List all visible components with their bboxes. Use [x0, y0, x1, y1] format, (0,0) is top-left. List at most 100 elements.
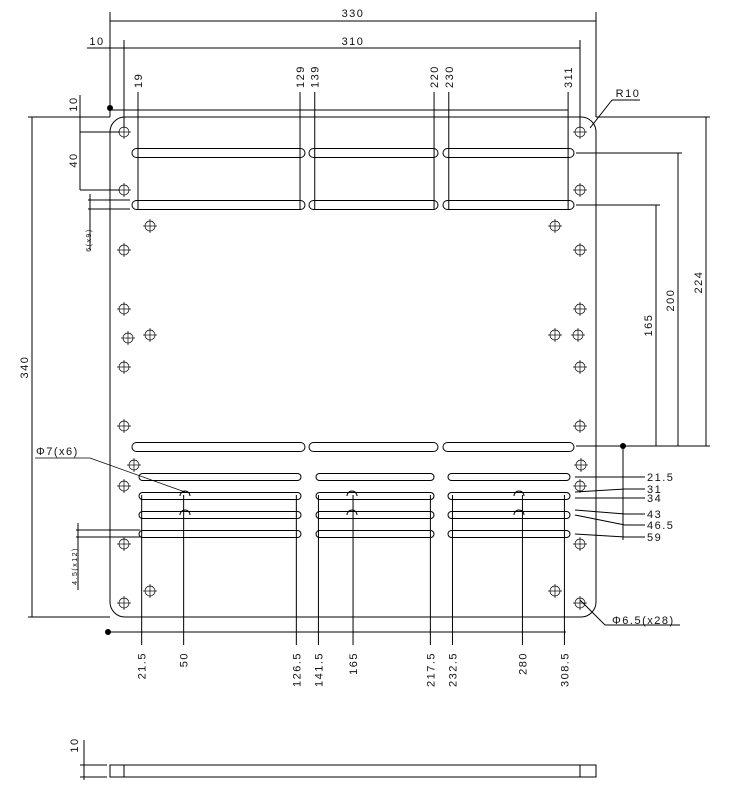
top-dimension-label: 311	[563, 66, 575, 88]
slot	[442, 442, 575, 452]
dimension-label: 330	[342, 8, 365, 20]
slot	[308, 442, 439, 452]
bottom-dimension-label: 126.5	[291, 652, 303, 687]
row-dimension-label: 21.5	[647, 472, 674, 484]
mounting-hole-icon	[117, 183, 131, 197]
slot	[138, 511, 302, 519]
dimension-label: 310	[342, 36, 365, 48]
mounting-hole-icon	[574, 458, 588, 472]
slot	[447, 473, 571, 481]
mounting-hole-icon	[117, 419, 131, 433]
slot	[138, 530, 302, 538]
dimension-label: 40	[68, 152, 80, 167]
slot	[131, 442, 306, 452]
bottom-dimension-label: 217.5	[425, 652, 437, 687]
mounting-hole-icon	[573, 479, 587, 493]
mounting-hole-icon	[573, 537, 587, 551]
small-hole-note: Φ6.5(x28)	[612, 615, 675, 627]
row-dimension-label: 34	[647, 493, 662, 505]
large-hole	[346, 490, 358, 497]
bottom-dimension-label: 280	[517, 652, 529, 675]
bottom-dimension-label: 50	[179, 652, 191, 667]
leader-line	[579, 599, 606, 626]
large-hole	[513, 490, 525, 497]
mounting-hole-icon	[573, 125, 587, 139]
slot	[315, 530, 435, 538]
mounting-hole-icon	[573, 183, 587, 197]
dimension-line	[574, 509, 626, 515]
dimension-label: 200	[665, 289, 677, 312]
mounting-hole-icon	[143, 328, 157, 342]
datum-point	[105, 629, 111, 635]
slot	[308, 148, 439, 158]
slot	[447, 530, 571, 538]
thickness-label: 10	[69, 737, 81, 752]
mounting-hole-icon	[117, 243, 131, 257]
dimension-line	[574, 514, 626, 526]
dimension-line	[574, 488, 626, 493]
mounting-hole-icon	[548, 219, 562, 233]
mounting-hole-icon	[573, 419, 587, 433]
slot	[442, 148, 575, 158]
mounting-hole-icon	[117, 596, 131, 610]
mounting-hole-icon	[573, 360, 587, 374]
slot	[138, 492, 302, 500]
slot	[308, 200, 439, 210]
top-dimension-label: 230	[444, 65, 456, 88]
mounting-hole-icon	[548, 584, 562, 598]
dimension-label: 6(x9)	[86, 228, 93, 251]
slot	[447, 492, 571, 500]
leader-line	[35, 457, 186, 493]
dimension-label: 10	[89, 36, 104, 48]
slot	[442, 200, 575, 210]
mounting-hole-icon	[573, 302, 587, 316]
corner-radius-label: R10	[616, 88, 641, 100]
dimension-label: 224	[693, 271, 705, 294]
top-dimension-label: 129	[295, 65, 307, 88]
large-hole	[346, 509, 358, 516]
slot	[315, 473, 435, 481]
dimension-label: 340	[19, 356, 31, 379]
row-dimension-label: 43	[647, 509, 662, 521]
mounting-hole-icon	[117, 360, 131, 374]
large-hole	[513, 509, 525, 516]
leader-line	[589, 99, 613, 129]
mounting-hole-icon	[143, 584, 157, 598]
mounting-hole-icon	[571, 328, 585, 342]
slot	[315, 492, 435, 500]
side-view-outline	[109, 764, 597, 778]
mounting-hole-icon	[121, 331, 135, 345]
dimension-line	[574, 533, 626, 538]
slot	[138, 473, 302, 481]
bottom-dimension-label: 141.5	[313, 652, 325, 687]
mounting-hole-icon	[117, 302, 131, 316]
slot	[315, 511, 435, 519]
mounting-hole-icon	[117, 537, 131, 551]
bottom-dimension-label: 165	[348, 652, 360, 675]
top-dimension-label: 19	[133, 73, 145, 88]
bottom-dimension-label: 308.5	[559, 652, 571, 687]
slot	[131, 148, 306, 158]
top-dimension-label: 139	[310, 65, 322, 88]
row-dimension-label: 31	[647, 484, 662, 496]
bottom-dimension-label: 232.5	[447, 652, 459, 687]
top-dimension-label: 220	[429, 65, 441, 88]
mounting-hole-icon	[143, 219, 157, 233]
mounting-hole-icon	[127, 458, 141, 472]
dimension-label: 4.5(x12)	[72, 547, 79, 585]
mounting-hole-icon	[573, 243, 587, 257]
mounting-hole-icon	[573, 596, 587, 610]
mounting-hole-icon	[117, 479, 131, 493]
mounting-hole-icon	[117, 125, 131, 139]
row-dimension-label: 59	[647, 532, 662, 544]
large-hole	[179, 490, 191, 497]
slot	[131, 200, 306, 210]
dimension-label: 10	[68, 96, 80, 111]
large-hole	[179, 509, 191, 516]
slot	[447, 511, 571, 519]
bottom-dimension-label: 21.5	[137, 652, 149, 679]
mounting-hole-icon	[548, 328, 562, 342]
row-dimension-label: 46.5	[647, 520, 674, 532]
dimension-label: 165	[643, 314, 655, 337]
